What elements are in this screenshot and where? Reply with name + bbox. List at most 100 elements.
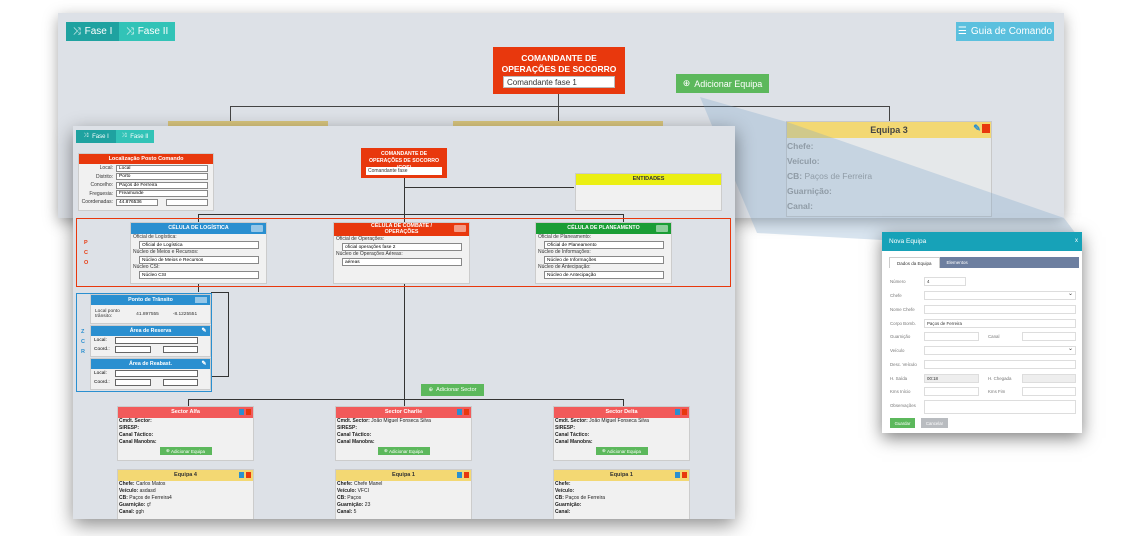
longitude-value[interactable]: -8.1225551 bbox=[172, 311, 198, 317]
add-team-button[interactable]: ⊕ Adicionar Equipa bbox=[377, 447, 430, 455]
observacoes-field[interactable] bbox=[924, 400, 1076, 414]
field-label: Local: bbox=[94, 338, 107, 343]
trash-icon[interactable] bbox=[682, 472, 687, 478]
field-label: Canal Manobra: bbox=[555, 439, 593, 445]
nome-chefe-field[interactable] bbox=[924, 305, 1076, 314]
kms-fim-field[interactable] bbox=[1022, 387, 1076, 396]
pencil-icon[interactable] bbox=[457, 472, 462, 478]
field-label: Canal Táctico: bbox=[337, 432, 372, 438]
field-label: Oficial de Logística: bbox=[133, 234, 177, 240]
team-card: Equipa 1 Chefe: Veículo: CB: Paços de Fe… bbox=[553, 469, 690, 519]
resupply-area: Área de Reabast.✎ Local: Coord.: bbox=[90, 358, 211, 390]
field-label: Canal: bbox=[119, 509, 135, 515]
phase-2-button[interactable]: ⤨Fase II bbox=[119, 22, 175, 41]
pencil-icon[interactable]: ✎ bbox=[201, 361, 207, 367]
chefe-select[interactable] bbox=[924, 290, 1076, 300]
numero-field[interactable]: 4 bbox=[924, 277, 966, 286]
cos-input[interactable]: Comandante fase bbox=[366, 167, 442, 175]
tab-team-data[interactable]: Dados da Equipa bbox=[889, 257, 940, 268]
field-label: Canal Manobra: bbox=[337, 439, 375, 445]
longitude-field[interactable] bbox=[166, 198, 208, 206]
gear-icon[interactable] bbox=[454, 225, 466, 232]
add-team-button[interactable]: ⊕Adicionar Equipa bbox=[676, 74, 769, 93]
csi-nucleus-field[interactable]: Núcleo CSI bbox=[139, 271, 259, 279]
pencil-icon[interactable]: ✎ bbox=[201, 328, 207, 334]
reserve-local-field[interactable] bbox=[114, 337, 198, 344]
connector-line bbox=[558, 94, 559, 106]
team-chefe-row: Chefe: Carlos Matos bbox=[118, 481, 253, 488]
field-label: Núcleo de Informações: bbox=[538, 249, 591, 255]
cos-input[interactable]: Comandante fase 1 bbox=[503, 76, 615, 88]
trash-icon[interactable] bbox=[464, 409, 469, 415]
pencil-icon[interactable] bbox=[457, 409, 462, 415]
team-guarnicao-row: Guarnição: 23 bbox=[336, 502, 471, 509]
trash-icon[interactable] bbox=[982, 124, 990, 133]
hsaida-field[interactable]: 00:18 bbox=[924, 374, 979, 383]
latitude-value[interactable]: 41.897555 bbox=[136, 311, 159, 317]
add-team-button[interactable]: ⊕ Adicionar Equipa bbox=[159, 447, 212, 455]
modal-tabs: Dados da Equipa Elementos bbox=[889, 257, 1079, 268]
reserve-area: Área de Reserva✎ Local: Coord.: bbox=[90, 325, 211, 357]
desc-field[interactable] bbox=[924, 360, 1076, 369]
pencil-icon[interactable] bbox=[239, 409, 244, 415]
logistics-officer-field[interactable]: Oficial de Logística bbox=[139, 241, 259, 249]
phase-1-button[interactable]: ⤨Fase I bbox=[66, 22, 119, 41]
pencil-icon[interactable] bbox=[675, 472, 680, 478]
phase-2-button[interactable]: ⤨Fase II bbox=[116, 130, 154, 143]
connector-line bbox=[211, 292, 228, 293]
field-label: SIRESP: bbox=[555, 425, 576, 431]
team-3-card: Equipa 3 ✎ Chefe: Veículo: CB: Paços de … bbox=[786, 121, 992, 217]
veiculo-select[interactable] bbox=[924, 345, 1076, 355]
trash-icon[interactable] bbox=[246, 472, 251, 478]
parish-select[interactable]: Freamunde bbox=[116, 190, 208, 198]
hchegada-field[interactable] bbox=[1022, 374, 1076, 383]
reserve-lon-field[interactable] bbox=[162, 346, 199, 353]
cell-title: CÉLULA DE PLANEAMENTO bbox=[567, 225, 640, 231]
county-select[interactable]: Paços de Ferreira bbox=[116, 181, 208, 189]
anticipation-nucleus-field[interactable]: Núcleo de Antecipação bbox=[544, 271, 664, 279]
field-label: Coordenadas: bbox=[81, 199, 113, 206]
tab-elements[interactable]: Elementos bbox=[939, 257, 1079, 268]
resources-nucleus-field[interactable]: Núcleo de Meios e Recursos bbox=[139, 256, 259, 264]
trash-icon[interactable] bbox=[682, 409, 687, 415]
information-nucleus-field[interactable]: Núcleo de Informações bbox=[544, 256, 664, 264]
add-team-label: Adicionar Equipa bbox=[694, 78, 763, 89]
air-operations-field[interactable]: aéreas bbox=[342, 258, 462, 266]
reserve-lat-field[interactable] bbox=[115, 346, 151, 353]
add-team-button[interactable]: ⊕ Adicionar Equipa bbox=[595, 447, 648, 455]
gear-icon[interactable] bbox=[251, 225, 263, 232]
zcr-letter: R bbox=[81, 349, 85, 355]
kms-inicio-field[interactable] bbox=[924, 387, 979, 396]
team-title: Equipa 1 bbox=[610, 472, 633, 478]
add-sector-button[interactable]: ⊕Adicionar Sector bbox=[421, 384, 484, 396]
operations-officer-field[interactable]: oficial operações fase 2 bbox=[342, 243, 462, 251]
district-select[interactable]: Porto bbox=[116, 173, 208, 181]
connector-line bbox=[404, 178, 405, 187]
guarnicao-field[interactable] bbox=[924, 332, 979, 341]
cancel-button[interactable]: Cancelar bbox=[921, 418, 948, 428]
add-sector-label: Adicionar Sector bbox=[436, 387, 477, 393]
field-label: Canal Táctico: bbox=[555, 432, 590, 438]
gear-icon[interactable] bbox=[195, 297, 207, 303]
pencil-icon[interactable]: ✎ bbox=[973, 123, 981, 133]
resupply-lat-field[interactable] bbox=[115, 379, 151, 386]
command-guide-label: Guia de Comando bbox=[970, 26, 1053, 37]
phase-1-button[interactable]: ⤨Fase I bbox=[76, 130, 116, 143]
gear-icon[interactable] bbox=[656, 225, 668, 232]
canal-field[interactable] bbox=[1022, 332, 1076, 341]
resupply-local-field[interactable] bbox=[114, 370, 198, 377]
command-guide-button[interactable]: ☰Guia de Comando bbox=[956, 22, 1054, 41]
phase-2-label: Fase II bbox=[137, 26, 169, 37]
save-button[interactable]: Guardar bbox=[890, 418, 915, 428]
pencil-icon[interactable] bbox=[675, 409, 680, 415]
planning-officer-field[interactable]: Oficial de Planeamento bbox=[544, 241, 664, 249]
latitude-field[interactable]: 44.876536 bbox=[116, 198, 158, 206]
pencil-icon[interactable] bbox=[239, 472, 244, 478]
trash-icon[interactable] bbox=[246, 409, 251, 415]
local-field[interactable]: Local bbox=[116, 164, 208, 172]
trash-icon[interactable] bbox=[464, 472, 469, 478]
close-icon[interactable]: x bbox=[1075, 238, 1078, 244]
corpo-field[interactable]: Paços de Ferreira bbox=[924, 319, 1076, 328]
resupply-lon-field[interactable] bbox=[162, 379, 199, 386]
